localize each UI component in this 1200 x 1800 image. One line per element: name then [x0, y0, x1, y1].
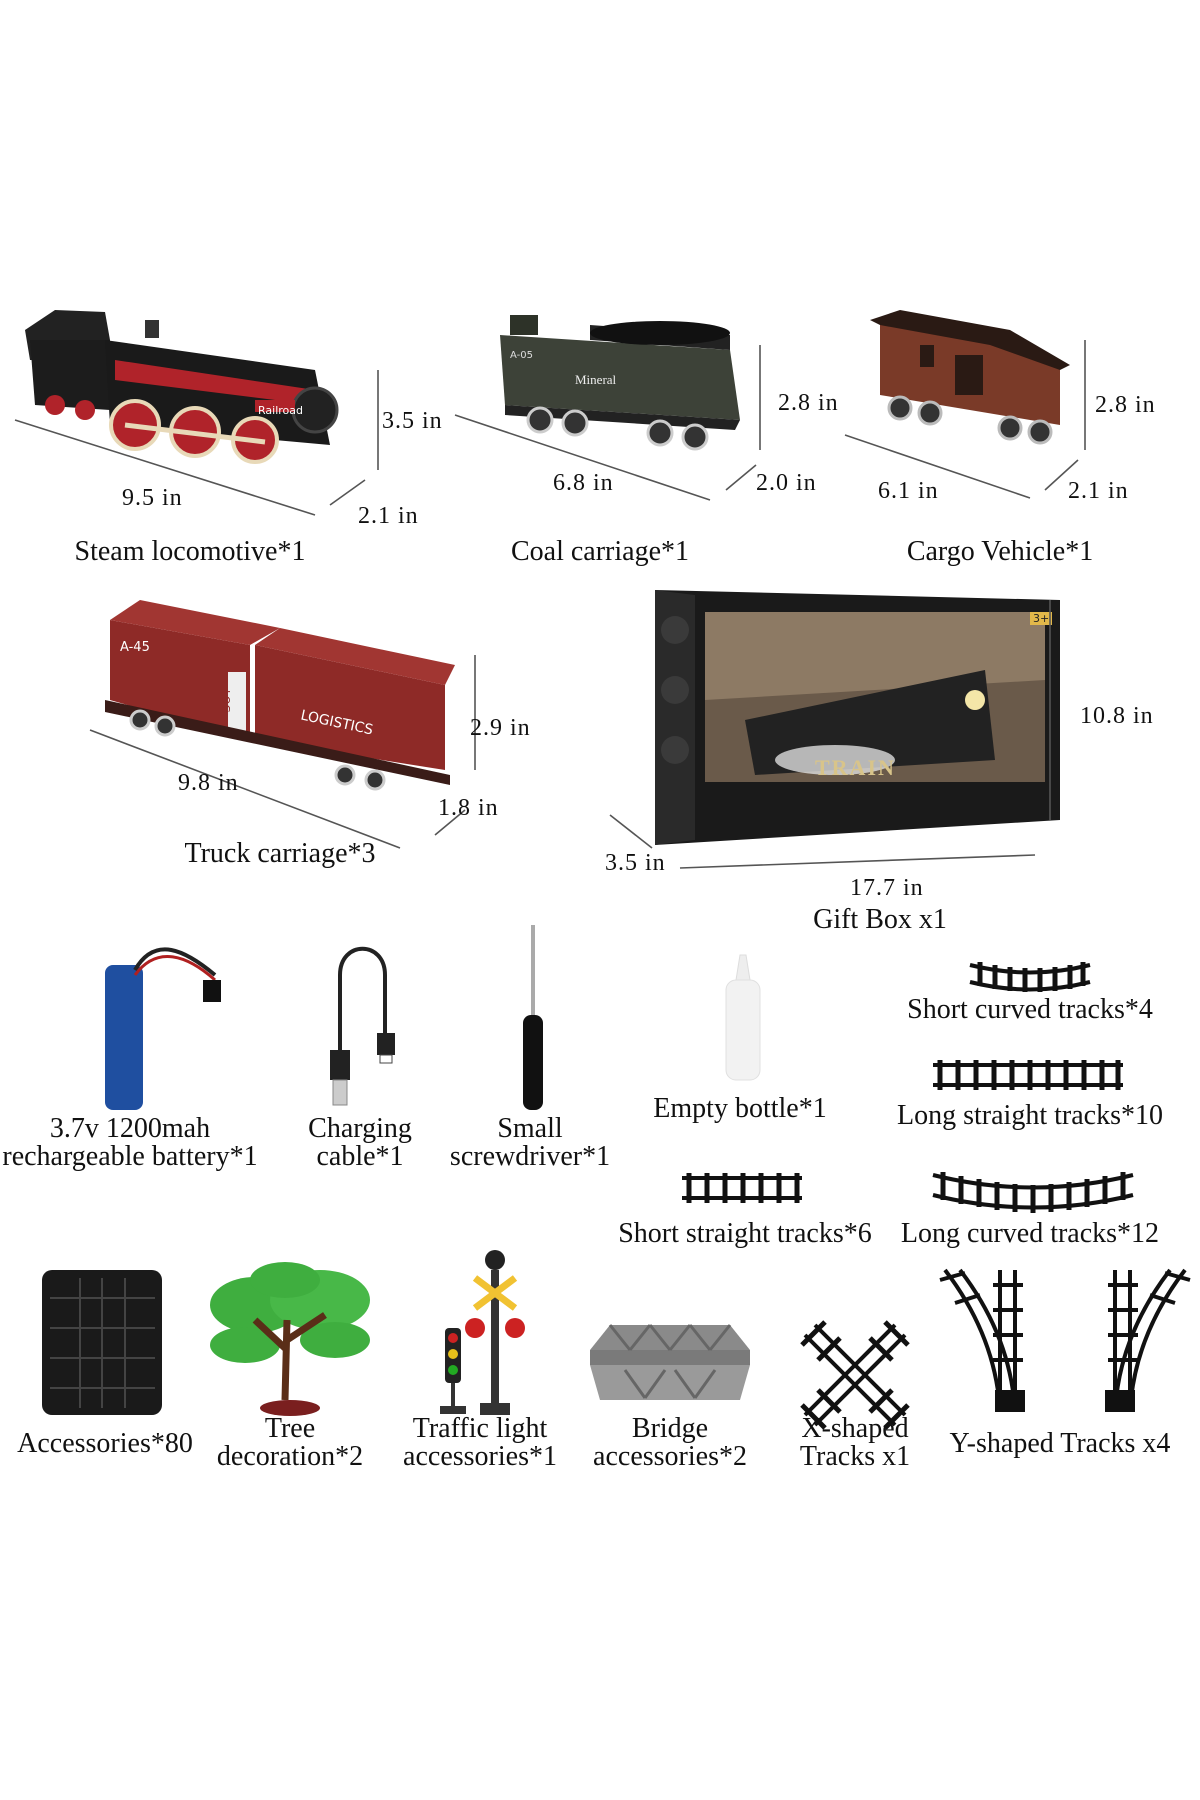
gift-box-age-badge: 3+ [1030, 612, 1053, 625]
truck-length: 9.8 in [178, 770, 239, 796]
traffic-light-image [440, 1250, 525, 1415]
battery-label-line2: rechargeable battery*1 [2, 1141, 258, 1172]
traffic-light-label-line2: accessories*1 [403, 1441, 557, 1472]
accessories-label: Accessories*80 [17, 1428, 193, 1459]
cargo-vehicle-image [870, 310, 1070, 445]
empty-bottle-image [725, 954, 761, 1081]
charging-cable-image [330, 946, 395, 1106]
screwdriver-label-line2: screwdriver*1 [449, 1141, 611, 1172]
truck-width: 1.8 in [438, 795, 499, 821]
coal-car-code: A-05 [510, 350, 533, 361]
bridge-label-line2: accessories*2 [593, 1441, 747, 1472]
long-straight-tracks-label: Long straight tracks*10 [897, 1100, 1163, 1131]
x-shaped-track-label-line1: X-shaped [801, 1413, 909, 1444]
battery-image [105, 947, 221, 1110]
coal-width: 2.0 in [756, 470, 817, 496]
tree-label-line2: decoration*2 [216, 1441, 364, 1472]
charging-cable-label: Charging cable*1 [280, 1115, 440, 1171]
coal-car-text: Mineral [575, 372, 617, 387]
gift-box-length: 17.7 in [850, 875, 924, 901]
truck-code: A-45 [120, 640, 150, 655]
truck-carriage-image [105, 600, 455, 791]
gift-box-image [655, 590, 1060, 845]
gift-box-title: TRAIN [815, 755, 896, 780]
short-curved-tracks-label: Short curved tracks*4 [907, 994, 1153, 1025]
coal-carriage-image [500, 315, 740, 451]
bridge-image [590, 1324, 750, 1400]
coal-carriage-label: Coal carriage*1 [510, 536, 690, 567]
locomotive-height: 3.5 in [382, 408, 443, 434]
battery-label: 3.7v 1200mah rechargeable battery*1 [0, 1115, 260, 1171]
cargo-vehicle-label: Cargo Vehicle*1 [906, 536, 1094, 567]
steam-locomotive-label: Steam locomotive*1 [74, 536, 306, 567]
tree-image [210, 1262, 370, 1416]
battery-label-line1: 3.7v 1200mah [49, 1113, 211, 1144]
x-shaped-track-image [800, 1320, 910, 1430]
y-shaped-tracks-label: Y-shaped Tracks x4 [949, 1428, 1171, 1459]
x-shaped-track-label: X-shaped Tracks x1 [775, 1415, 935, 1471]
screwdriver-label: Small screwdriver*1 [430, 1115, 630, 1171]
steam-locomotive-image [25, 310, 339, 464]
coal-height: 2.8 in [778, 390, 839, 416]
traffic-light-label: Traffic light accessories*1 [380, 1415, 580, 1471]
short-straight-track-icon [682, 1173, 802, 1203]
cargo-width: 2.1 in [1068, 478, 1129, 504]
gift-box-depth: 3.5 in [605, 850, 666, 876]
long-straight-track-icon [933, 1060, 1123, 1090]
screwdriver-image [523, 925, 543, 1110]
bridge-label-line1: Bridge [631, 1413, 709, 1444]
charging-cable-label-line1: Charging [308, 1113, 412, 1144]
long-curved-track-icon [932, 1172, 1134, 1213]
screwdriver-label-line1: Small [497, 1113, 563, 1144]
tree-label-line1: Tree [264, 1413, 316, 1444]
locomotive-length: 9.5 in [122, 485, 183, 511]
locomotive-plate: Railroad [258, 404, 303, 417]
charging-cable-label-line2: cable*1 [316, 1141, 404, 1172]
bridge-label: Bridge accessories*2 [570, 1415, 770, 1471]
short-curved-track-icon [969, 962, 1091, 992]
truck-carriage-label: Truck carriage*3 [184, 838, 376, 869]
y-shaped-track-left-image [939, 1268, 1025, 1412]
short-straight-tracks-label: Short straight tracks*6 [618, 1218, 872, 1249]
empty-bottle-label: Empty bottle*1 [653, 1093, 827, 1124]
x-shaped-track-label-line2: Tracks x1 [799, 1441, 911, 1472]
traffic-light-label-line1: Traffic light [412, 1413, 548, 1444]
accessories-image [42, 1270, 162, 1415]
cargo-height: 2.8 in [1095, 392, 1156, 418]
gift-box-label: Gift Box x1 [813, 904, 947, 935]
cargo-length: 6.1 in [878, 478, 939, 504]
locomotive-width: 2.1 in [358, 503, 419, 529]
y-shaped-track-right-image [1105, 1268, 1191, 1412]
coal-length: 6.8 in [553, 470, 614, 496]
truck-log-text: LOG [219, 690, 232, 713]
long-curved-tracks-label: Long curved tracks*12 [900, 1218, 1160, 1249]
gift-box-height: 10.8 in [1080, 703, 1154, 729]
truck-height: 2.9 in [470, 715, 531, 741]
tree-label: Tree decoration*2 [200, 1415, 380, 1471]
